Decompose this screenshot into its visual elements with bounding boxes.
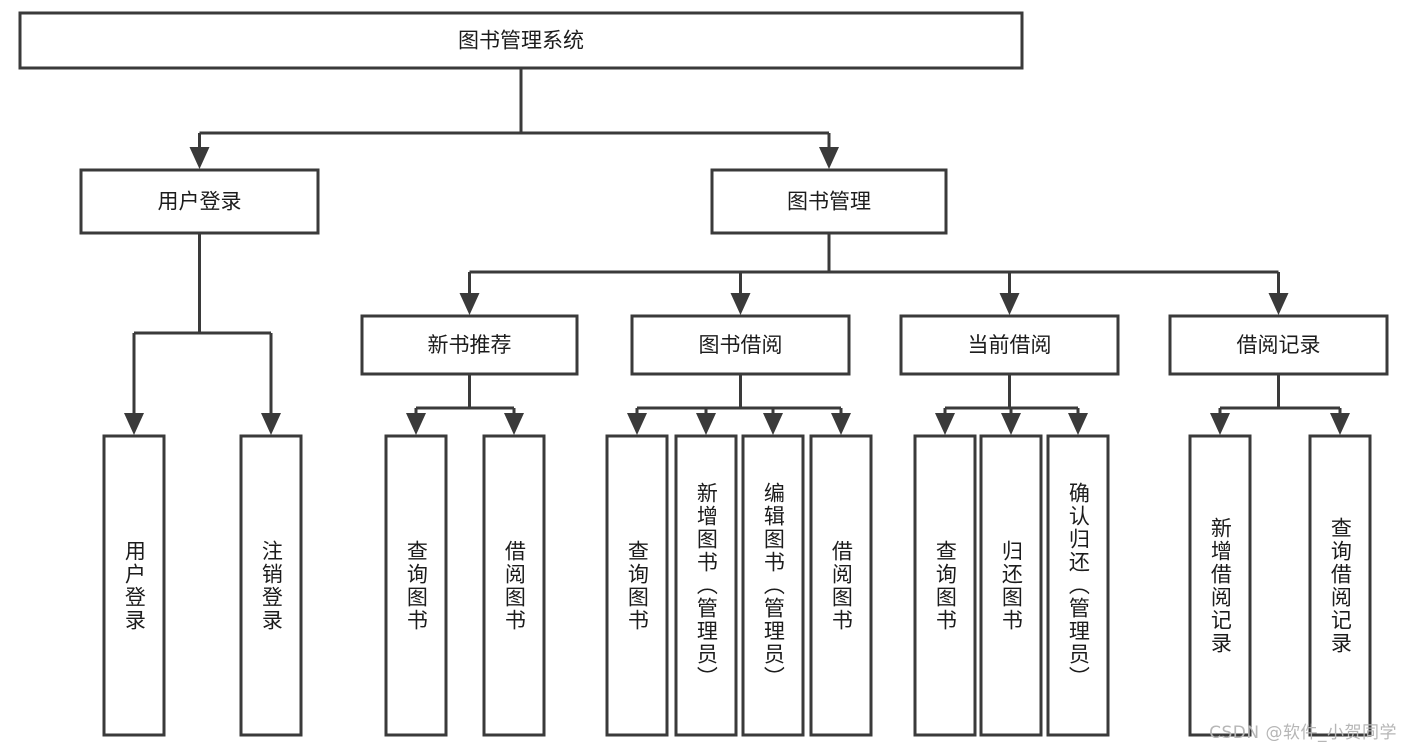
node-label: 图书管理系统 <box>458 29 584 53</box>
arrow-head-icon <box>406 413 426 435</box>
node-label: 图书借阅 <box>699 333 783 357</box>
node-box-layer <box>18 11 1389 737</box>
arrow-head-icon <box>1268 293 1289 315</box>
node-box[interactable] <box>674 434 738 737</box>
node-label: 用户登录 <box>158 190 242 214</box>
arrow-head-icon <box>935 413 955 435</box>
node-box[interactable] <box>1168 314 1389 376</box>
arrow-head-icon <box>1001 413 1021 435</box>
node-box[interactable] <box>239 434 303 737</box>
node-box[interactable] <box>913 434 977 737</box>
arrow-head-icon <box>124 413 144 435</box>
node-box[interactable] <box>482 434 546 737</box>
node-label: 当前借阅 <box>968 333 1052 357</box>
node-box[interactable] <box>384 434 448 737</box>
arrow-head-icon <box>189 147 210 169</box>
node-box[interactable] <box>102 434 166 737</box>
arrow-head-icon <box>831 413 851 435</box>
node-box[interactable] <box>979 434 1043 737</box>
node-box[interactable] <box>809 434 873 737</box>
watermark-text: CSDN @软件_小贺同学 <box>1209 723 1397 743</box>
node-box[interactable] <box>18 11 1024 70</box>
arrow-head-icon <box>999 293 1020 315</box>
node-box[interactable] <box>360 314 579 376</box>
arrow-head-icon <box>1068 413 1088 435</box>
connector-layer <box>124 68 1350 435</box>
node-box[interactable] <box>1308 434 1372 737</box>
arrow-head-icon <box>261 413 281 435</box>
arrow-head-icon <box>819 147 839 169</box>
arrow-head-icon <box>1330 413 1350 435</box>
node-box[interactable] <box>1046 434 1110 737</box>
arrow-head-icon <box>1210 413 1230 435</box>
arrow-head-icon <box>763 413 783 435</box>
arrow-head-icon <box>459 293 480 315</box>
node-box[interactable] <box>79 168 320 235</box>
node-box[interactable] <box>899 314 1120 376</box>
arrow-head-icon <box>627 413 647 435</box>
node-box[interactable] <box>1188 434 1252 737</box>
arrow-head-icon <box>696 413 716 435</box>
node-box[interactable] <box>741 434 805 737</box>
node-label: 借阅记录 <box>1237 333 1321 357</box>
node-box[interactable] <box>630 314 851 376</box>
node-label: 图书管理 <box>787 190 871 214</box>
node-label: 新书推荐 <box>428 333 512 357</box>
node-box[interactable] <box>605 434 669 737</box>
arrow-head-icon <box>730 293 751 315</box>
arrow-head-icon <box>504 413 524 435</box>
node-box[interactable] <box>710 168 948 235</box>
